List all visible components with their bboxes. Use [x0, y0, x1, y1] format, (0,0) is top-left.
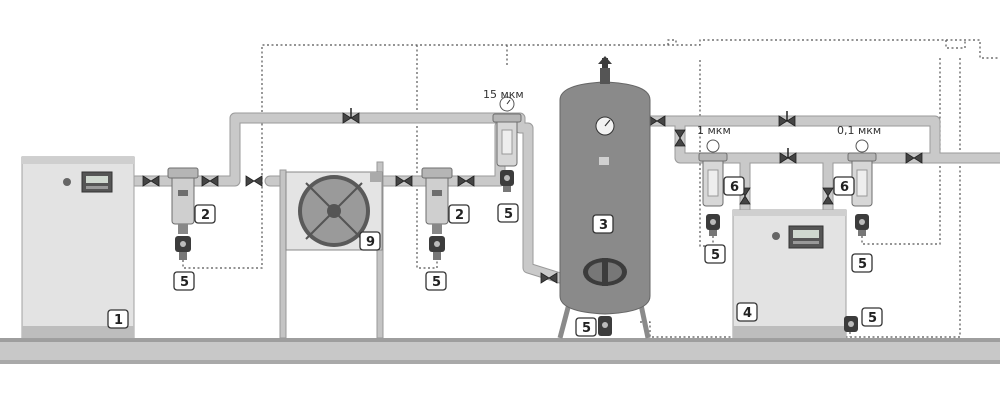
receiver — [557, 56, 651, 339]
drain-trap-icon — [500, 170, 514, 192]
drain-trap-icon — [855, 214, 869, 236]
label-compressor-text: 1 — [114, 313, 123, 328]
drain-trap-icon — [844, 316, 858, 332]
valve-icon — [342, 108, 360, 124]
filter-gauge-icon — [855, 139, 869, 153]
valve-icon — [142, 175, 160, 187]
cooler — [279, 161, 384, 339]
valve-icon — [245, 175, 263, 187]
drain-trap-icon — [429, 236, 445, 260]
label-receiver: 3 — [592, 214, 614, 234]
label-drain-filter1: 5 — [704, 244, 726, 264]
valve-icon — [778, 111, 796, 127]
label-drain-sep2: 5 — [425, 271, 447, 291]
label-separator-1-text: 2 — [201, 208, 210, 223]
label-drain-receiver-text: 5 — [582, 321, 591, 336]
valve-icon — [395, 175, 413, 187]
label-separator-2: 2 — [448, 204, 470, 224]
label-drain-sep2-text: 5 — [432, 275, 441, 290]
safety-valve-icon — [598, 56, 612, 68]
label-receiver-text: 3 — [599, 218, 608, 233]
dryer-indicator-icon — [772, 232, 780, 240]
label-separator-1: 2 — [194, 204, 216, 224]
valve-icon — [905, 152, 923, 164]
label-drain-sep1: 5 — [173, 271, 195, 291]
drain-trap-icon — [598, 316, 612, 336]
valve-icon — [201, 175, 219, 187]
pressure-gauge-icon — [595, 116, 615, 136]
valve-icon — [648, 115, 666, 127]
drain-trap-icon — [706, 214, 720, 236]
compressor — [21, 156, 135, 339]
label-cooler: 9 — [359, 231, 381, 251]
filter-01-spec: 0,1 мкм — [837, 124, 881, 137]
label-dryer: 4 — [736, 302, 758, 322]
label-drain-dryer: 5 — [861, 307, 883, 327]
label-dryer-text: 4 — [743, 306, 752, 321]
label-bypass-1: 6 — [723, 176, 745, 196]
separator-2 — [421, 167, 453, 260]
valve-icon — [674, 129, 686, 147]
label-drain-filter1-text: 5 — [711, 248, 720, 263]
label-separator-2-text: 2 — [455, 208, 464, 223]
drain-trap-icon — [175, 236, 191, 260]
label-bypass-2: 6 — [833, 176, 855, 196]
label-cooler-text: 9 — [366, 235, 375, 250]
valve-icon — [540, 272, 558, 284]
label-bypass-2-text: 6 — [840, 180, 849, 195]
label-drain-filter01: 5 — [851, 253, 873, 273]
fan-icon — [305, 182, 363, 240]
valves — [142, 108, 923, 284]
label-bypass-1-text: 6 — [730, 180, 739, 195]
filter-1 — [698, 139, 728, 236]
label-drain-dryer-text: 5 — [868, 311, 877, 326]
floor — [0, 338, 1000, 364]
filter-1-spec: 1 мкм — [697, 124, 731, 137]
label-drain-receiver: 5 — [575, 317, 597, 337]
compressor-indicator-icon — [63, 178, 71, 186]
separator-1 — [167, 167, 199, 260]
label-drain-filter01-text: 5 — [858, 257, 867, 272]
manhole-icon — [583, 258, 627, 286]
valve-icon — [457, 175, 475, 187]
valve-icon — [779, 148, 797, 164]
label-drain-filter15-text: 5 — [504, 207, 513, 222]
filter-15 — [492, 96, 522, 192]
label-drain-sep1-text: 5 — [180, 275, 189, 290]
valve-icon — [822, 187, 834, 205]
label-compressor: 1 — [107, 309, 129, 329]
filter-gauge-icon — [706, 139, 720, 153]
label-drain-filter15: 5 — [497, 203, 519, 223]
filter-15-spec: 15 мкм — [483, 88, 524, 101]
filter-gauge-icon — [499, 96, 515, 112]
